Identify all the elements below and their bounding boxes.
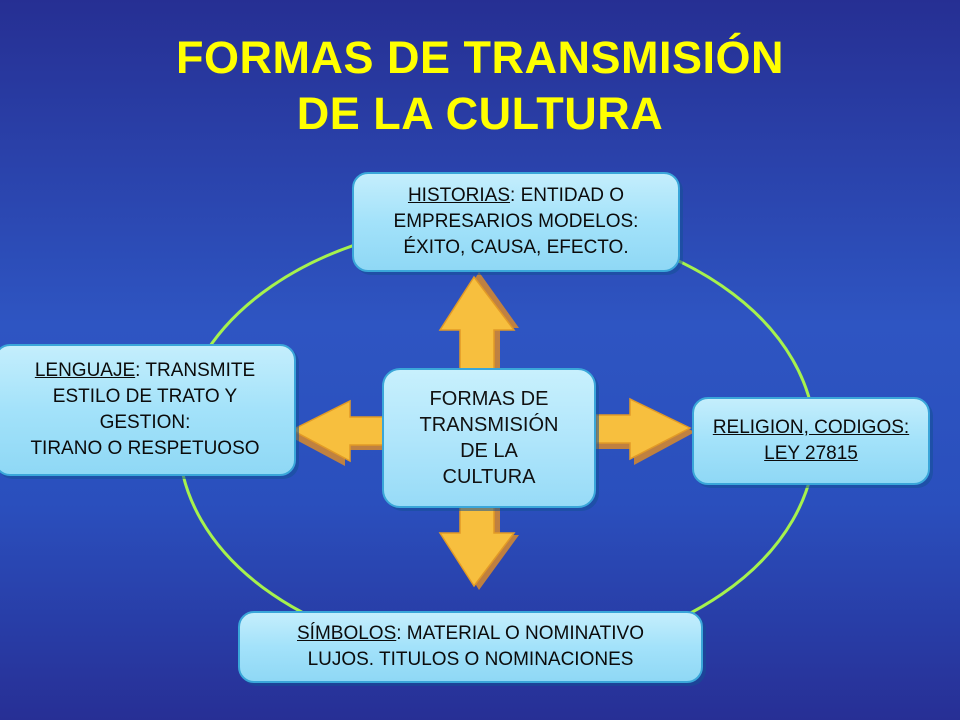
- historias-line-3: ÉXITO, CAUSA, EFECTO.: [403, 237, 629, 258]
- lenguaje-line-1-rest: : TRANSMITE: [135, 360, 256, 381]
- historias-line-1: HISTORIAS: ENTIDAD O: [408, 183, 624, 209]
- arrow-left: [290, 399, 389, 463]
- religion-line-2: LEY 27815: [764, 443, 858, 464]
- center-line-2: TRANSMISIÓN: [419, 414, 559, 436]
- lenguaje-box: LENGUAJE: TRANSMITE ESTILO DE TRATO Y GE…: [0, 344, 296, 476]
- simbolos-box: SÍMBOLOS: MATERIAL O NOMINATIVO LUJOS. T…: [238, 611, 703, 683]
- historias-line-1-rest: : ENTIDAD O: [510, 185, 625, 206]
- historias-line-2: EMPRESARIOS MODELOS:: [393, 211, 639, 232]
- simbolos-line-2: LUJOS. TITULOS O NOMINACIONES: [307, 649, 634, 670]
- historias-label: HISTORIAS: [407, 185, 511, 206]
- lenguaje-line-1: LENGUAJE: TRANSMITE: [35, 358, 255, 384]
- lenguaje-line-4: TIRANO O RESPETUOSO: [30, 438, 260, 459]
- arrow-down: [438, 502, 516, 588]
- arrow-up: [438, 275, 516, 373]
- center-concept-box: FORMAS DE TRANSMISIÓN DE LA CULTURA: [382, 368, 596, 508]
- lenguaje-label: LENGUAJE: [34, 360, 136, 381]
- simbolos-line-1-rest: : MATERIAL O NOMINATIVO: [396, 623, 644, 644]
- historias-box: HISTORIAS: ENTIDAD O EMPRESARIOS MODELOS…: [352, 172, 680, 272]
- simbolos-line-1: SÍMBOLOS: MATERIAL O NOMINATIVO: [297, 621, 644, 647]
- center-line-4: CULTURA: [442, 466, 536, 488]
- slide-title-line-1: FORMAS DE TRANSMISIÓN: [175, 32, 784, 83]
- lenguaje-line-2: ESTILO DE TRATO Y: [52, 386, 238, 407]
- center-line-3: DE LA: [460, 440, 518, 462]
- simbolos-label: SÍMBOLOS: [297, 623, 397, 644]
- arrow-right: [595, 397, 692, 461]
- lenguaje-line-3: GESTION:: [99, 412, 191, 433]
- center-line-1: FORMAS DE: [429, 388, 549, 410]
- slide-title-line-2: DE LA CULTURA: [296, 88, 664, 139]
- religion-line-1: RELIGION, CODIGOS:: [712, 417, 910, 438]
- religion-box: RELIGION, CODIGOS: LEY 27815: [692, 397, 930, 485]
